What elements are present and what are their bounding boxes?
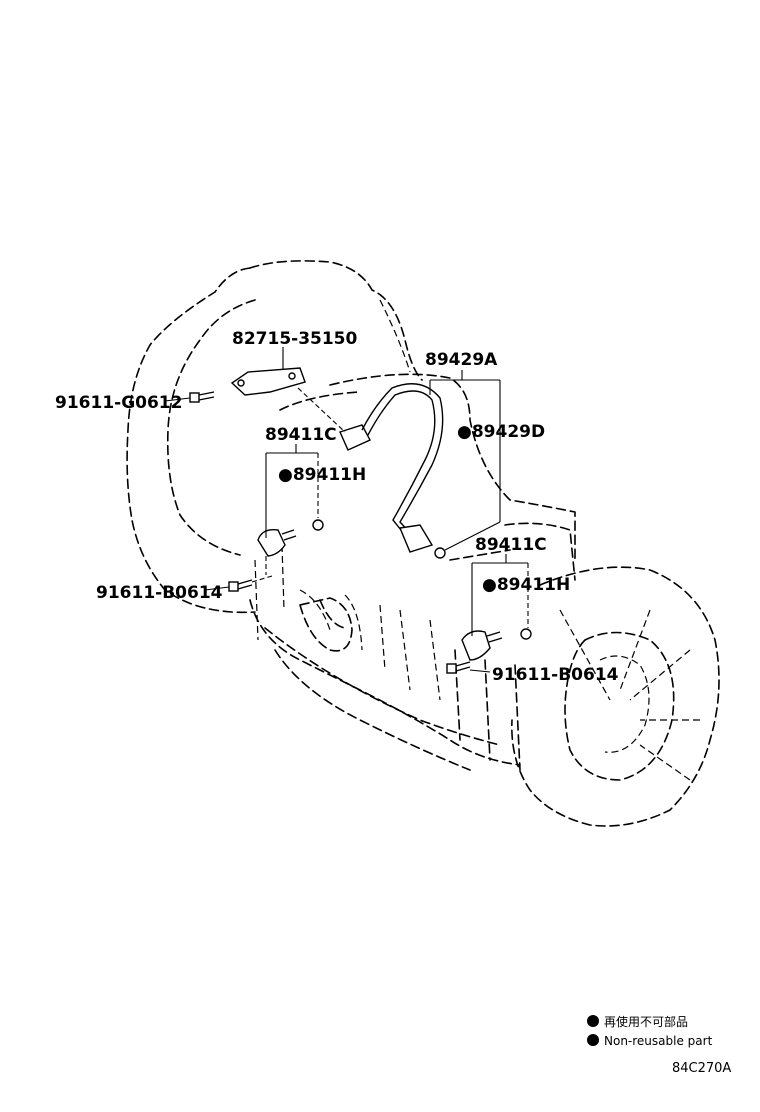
label-harness-oring: ●89429D: [457, 422, 545, 442]
sensor-left-oring-part: [312, 519, 324, 531]
wire-harness-part: [367, 390, 436, 536]
leader-lines: [164, 347, 529, 673]
speed-sensor-right-part: [461, 630, 491, 661]
bracket-part: [230, 367, 306, 396]
harness-connector-part: [339, 424, 371, 451]
legend-dot-icon: [587, 1034, 599, 1046]
legend-en: Non-reusable part: [604, 1034, 713, 1048]
legend-dot-icon: [587, 1015, 599, 1027]
label-bracket: 82715-35150: [232, 329, 358, 349]
sensor-right-oring-part: [520, 628, 532, 640]
label-sensor-left: 89411C: [265, 425, 337, 445]
parts-layer: [189, 367, 532, 674]
label-harness: 89429A: [425, 350, 498, 370]
bolt-right-part: [446, 661, 471, 674]
harness-oring-part: [434, 547, 446, 559]
label-sensor-left-oring: ●89411H: [278, 465, 366, 485]
bolt-upper-part: [189, 391, 215, 403]
legend: 再使用不可部品 Non-reusable part: [587, 1014, 713, 1048]
transmission-housing-outline: [126, 260, 720, 827]
diagram-code: 84C270A: [672, 1061, 731, 1076]
label-sensor-right-oring: ●89411H: [482, 575, 570, 595]
label-bolt-upper: 91611-G0612: [55, 393, 182, 413]
label-sensor-right: 89411C: [475, 535, 547, 555]
legend-jp: 再使用不可部品: [604, 1014, 688, 1029]
callout-labels: 82715-35150 91611-G0612 89429A ●89429D 8…: [55, 329, 619, 685]
label-bolt-right: 91611-B0614: [492, 665, 619, 685]
label-bolt-left: 91611-B0614: [96, 583, 223, 603]
speed-sensor-left-part: [257, 529, 286, 557]
bolt-left-part: [228, 579, 253, 592]
